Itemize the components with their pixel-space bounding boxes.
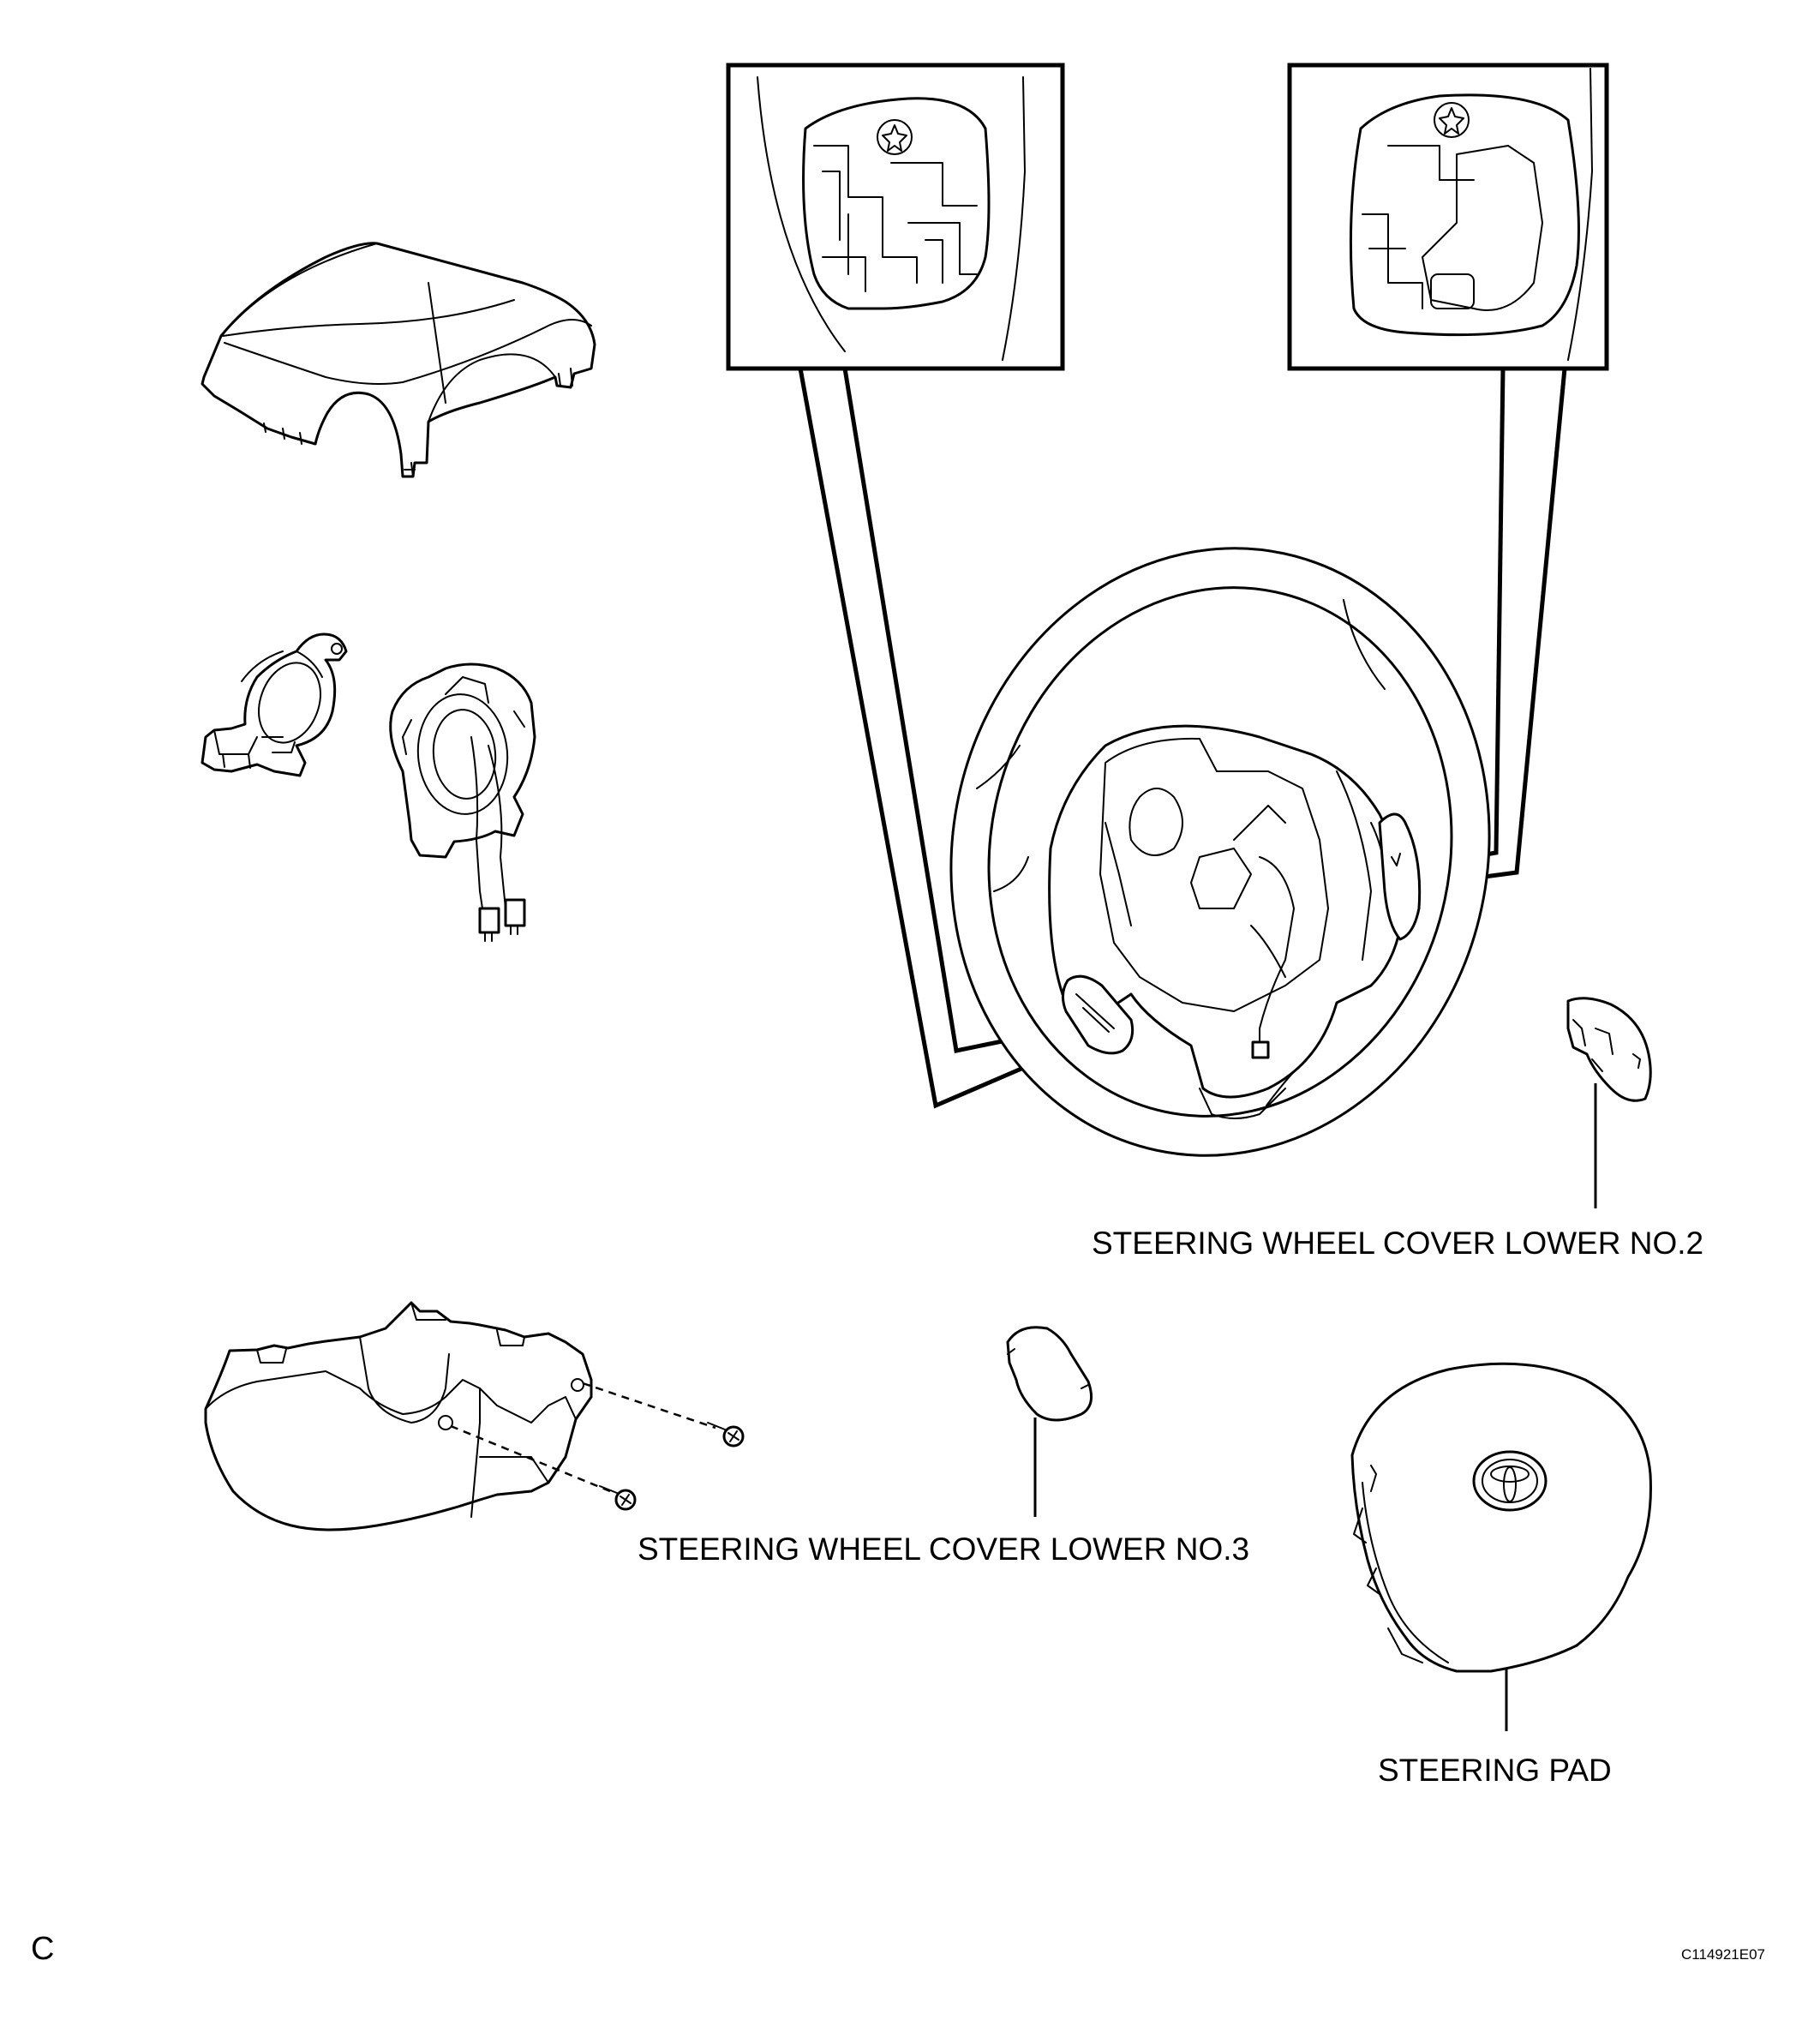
section-letter: C — [31, 1931, 54, 1967]
spiral-cable — [389, 662, 536, 942]
label-cover-lower-no3: STEERING WHEEL COVER LOWER NO.3 — [638, 1531, 1249, 1567]
figure-code: C114921E07 — [1681, 1946, 1765, 1963]
screw-upper — [707, 1422, 745, 1448]
steering-pad-part — [1350, 1362, 1652, 1673]
label-steering-pad: STEERING PAD — [1378, 1753, 1612, 1788]
cover-lower-no2-part — [1566, 997, 1652, 1102]
detail-inset-right — [1287, 63, 1609, 371]
cover-lower-no3-part — [1006, 1326, 1093, 1422]
lower-column-cover — [204, 1301, 745, 1531]
upper-column-cover — [201, 242, 596, 478]
steering-angle-sensor — [201, 632, 348, 777]
label-cover-lower-no2: STEERING WHEEL COVER LOWER NO.2 — [1092, 1226, 1703, 1261]
detail-inset-left — [726, 63, 1065, 371]
steering-wheel — [949, 547, 1491, 1157]
screw-lower — [599, 1485, 637, 1511]
